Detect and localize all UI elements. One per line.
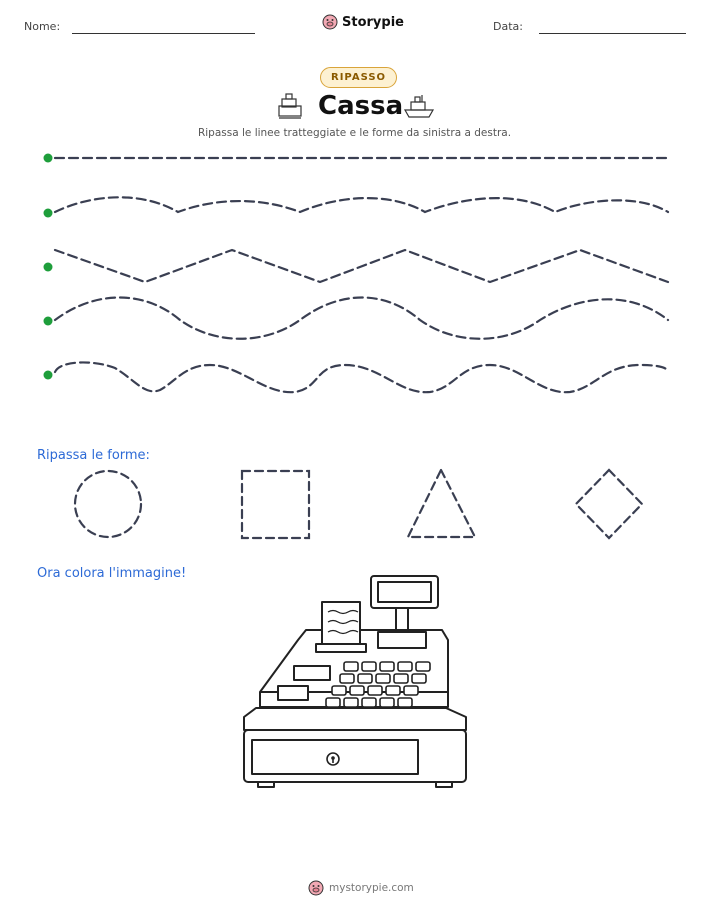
footer-url[interactable]: mystorypie.com: [329, 882, 414, 894]
name-label: Nome:: [24, 20, 61, 33]
brand-name: Storypie: [342, 14, 404, 30]
instruction-text: Ripassa le linee tratteggiate e le forme…: [197, 127, 512, 139]
shapes-heading: Ripassa le forme:: [37, 448, 150, 463]
pig-mascot-icon: [308, 880, 324, 896]
keyhole-icon: [326, 752, 340, 766]
trace-line-zigzag: [53, 248, 670, 284]
trace-line-bumps: [53, 361, 670, 394]
brand-logo: Storypie: [322, 14, 404, 30]
footer: mystorypie.com: [308, 880, 414, 896]
cash-register-coloring[interactable]: [236, 572, 471, 792]
date-field[interactable]: [539, 33, 686, 34]
trace-diamond: [574, 468, 644, 540]
green-dot-icon: [43, 208, 53, 218]
ship-icon: [403, 95, 435, 118]
name-field[interactable]: [72, 33, 255, 34]
review-badge: RIPASSO: [320, 67, 398, 88]
trace-triangle: [406, 467, 477, 539]
green-dot-icon: [43, 370, 53, 380]
cash-register-icon: [278, 93, 302, 119]
coloring-heading: Ora colora l'immagine!: [37, 566, 187, 581]
green-dot-icon: [43, 316, 53, 326]
page-title: Cassa: [318, 91, 404, 121]
green-dot-icon: [43, 262, 53, 272]
trace-square: [240, 469, 311, 540]
pig-mascot-icon: [322, 14, 338, 30]
trace-line-wave: [53, 296, 670, 340]
date-label: Data:: [493, 20, 523, 33]
trace-line-gentle-wave: [53, 196, 670, 214]
green-dot-icon: [43, 153, 53, 163]
tracing-shapes[interactable]: [0, 460, 709, 550]
trace-circle: [73, 469, 143, 539]
tracing-lines[interactable]: [0, 140, 709, 400]
